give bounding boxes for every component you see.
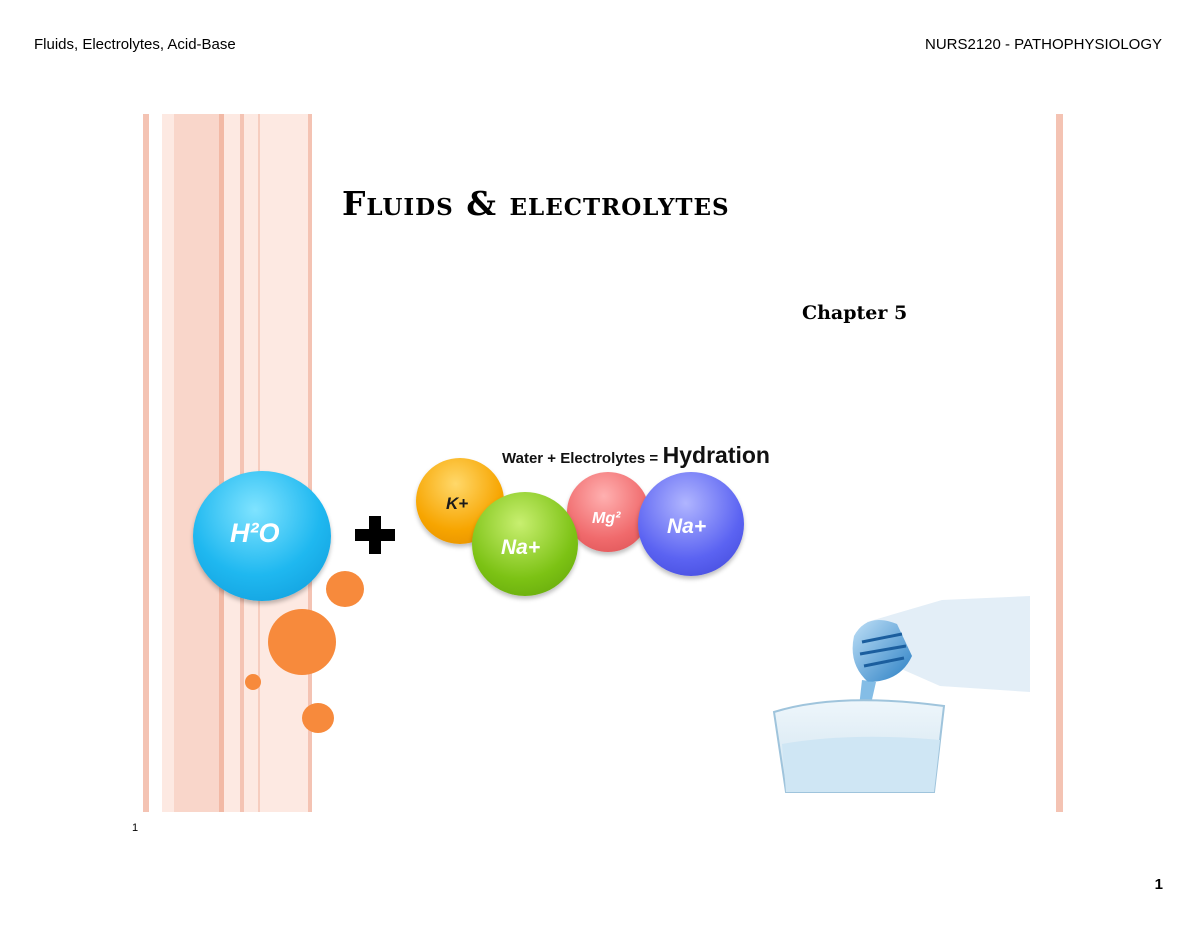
- plus-icon: [355, 516, 395, 554]
- decor-stripe: [240, 114, 244, 812]
- ion-ball-na: [472, 492, 578, 596]
- header-course-topic: Fluids, Electrolytes, Acid-Base: [34, 36, 236, 53]
- decor-dot: [268, 609, 336, 675]
- slide-subtitle: Chapter 5: [802, 302, 908, 324]
- decor-stripe: [219, 114, 224, 812]
- slide: Fluids & electrolytes Chapter 5 Water + …: [140, 114, 1065, 812]
- ion-label: Na+: [667, 515, 707, 538]
- water-label: H²O: [230, 518, 280, 548]
- slide-title: Fluids & electrolytes: [342, 184, 730, 223]
- hydration-caption: Water + Electrolytes = Hydration: [502, 442, 770, 469]
- water-glass-image: [772, 596, 1030, 793]
- ion-label: K+: [446, 494, 469, 513]
- ion-ball-mg: [567, 472, 649, 552]
- decor-dot: [302, 703, 334, 733]
- hydration-caption-prefix: Water + Electrolytes =: [502, 450, 659, 467]
- decor-stripe: [258, 114, 260, 812]
- page-number: 1: [1154, 876, 1163, 893]
- decor-stripe: [308, 114, 312, 812]
- header-course-code: NURS2120 - PATHOPHYSIOLOGY: [924, 36, 1162, 53]
- decor-stripe: [174, 114, 224, 812]
- decor-stripe-right: [1056, 114, 1063, 812]
- decor-dot: [245, 674, 261, 690]
- water-molecule-ball: [193, 471, 331, 601]
- ion-label: Mg²: [592, 510, 621, 527]
- slide-number: 1: [132, 822, 139, 834]
- ion-label: Na+: [501, 536, 541, 559]
- ion-ball-na: [638, 472, 744, 576]
- hydration-caption-word: Hydration: [662, 442, 770, 468]
- decor-dot: [326, 571, 364, 607]
- decor-stripe: [143, 114, 149, 812]
